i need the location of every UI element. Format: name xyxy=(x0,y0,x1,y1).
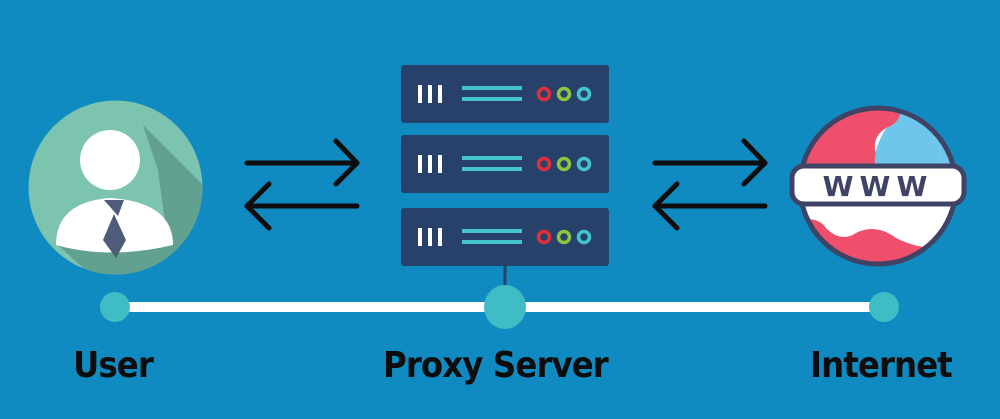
bidirectional-arrows-proxy-internet xyxy=(650,136,770,236)
server-unit xyxy=(401,65,609,123)
swap-arrows-icon xyxy=(652,138,768,231)
globe-www-text: WWW xyxy=(823,170,934,203)
bidirectional-arrows-user-proxy xyxy=(242,136,362,236)
label-user: User xyxy=(73,345,154,386)
label-proxy-server: Proxy Server xyxy=(383,345,609,386)
timeline xyxy=(0,285,1000,335)
server-unit xyxy=(401,208,609,266)
timeline-dot-user xyxy=(100,292,130,322)
server-rack-icon xyxy=(416,85,592,285)
server-unit xyxy=(401,135,609,193)
label-internet: Internet xyxy=(810,345,953,386)
timeline-dot-internet xyxy=(869,292,899,322)
user-avatar-icon xyxy=(28,100,203,275)
user-node xyxy=(28,100,203,275)
internet-node: WWW xyxy=(786,98,972,278)
swap-arrows-icon xyxy=(244,138,360,231)
timeline-dot-proxy xyxy=(484,285,526,329)
globe-www-icon: WWW xyxy=(789,105,967,267)
